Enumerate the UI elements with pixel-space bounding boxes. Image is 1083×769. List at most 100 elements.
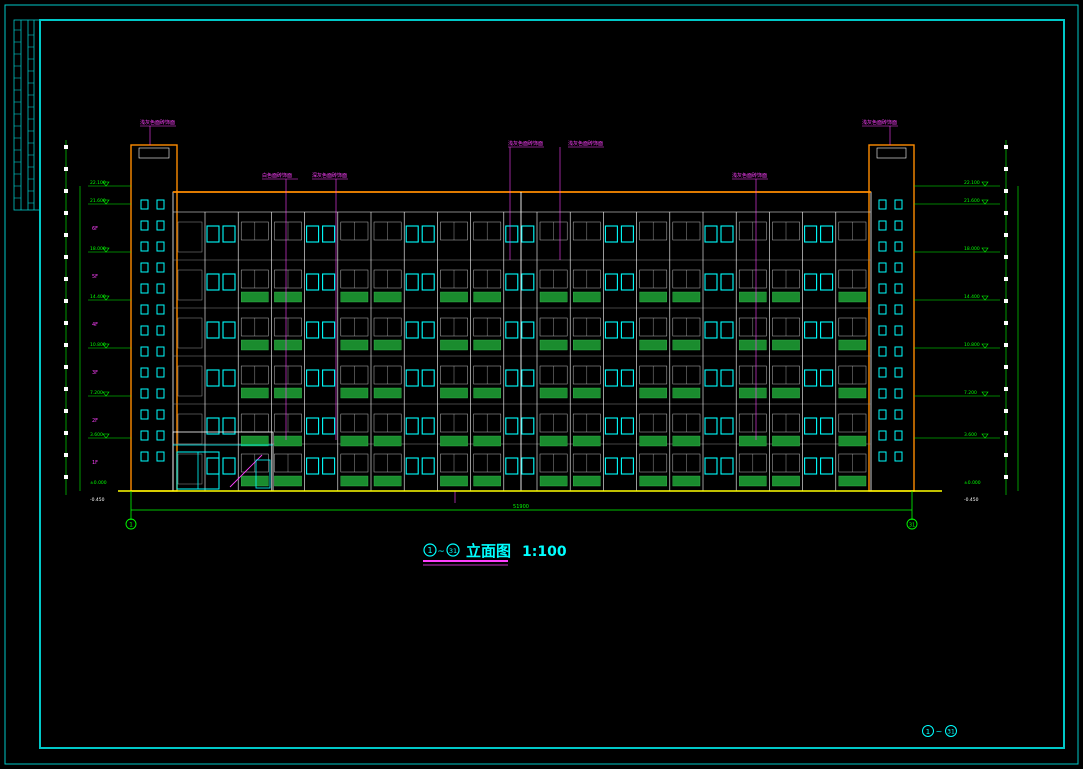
dim-tick — [64, 321, 68, 325]
window-cyan — [704, 457, 718, 475]
balcony-rail — [473, 291, 502, 303]
title-scale: 1:100 — [522, 544, 567, 560]
tower-window — [156, 199, 165, 210]
tower-window — [156, 388, 165, 399]
level-label: 21.600 — [964, 198, 980, 204]
tower-window — [140, 409, 149, 420]
balcony-rail — [539, 387, 568, 399]
window-cyan — [322, 273, 336, 291]
window-cyan — [604, 369, 618, 387]
window-cyan — [604, 417, 618, 435]
stair-window — [177, 221, 203, 253]
window-cyan — [421, 417, 435, 435]
window-cyan — [704, 273, 718, 291]
window-cyan — [521, 369, 535, 387]
dim-tick — [64, 189, 68, 193]
tower-cap-left — [138, 147, 170, 159]
tower-window — [894, 304, 903, 315]
window-cyan — [804, 321, 818, 339]
window-cyan — [804, 457, 818, 475]
window-cyan — [704, 417, 718, 435]
annotation-text: 深灰色面砖饰面 — [312, 172, 347, 179]
level-triangle — [102, 199, 110, 205]
level-label: 21.600 — [90, 198, 106, 204]
tower-window — [140, 199, 149, 210]
axis-bubble-left: 1 — [125, 518, 137, 530]
window-cyan — [421, 273, 435, 291]
dim-tick — [64, 365, 68, 369]
window-cyan — [206, 225, 220, 243]
balcony-rail — [672, 475, 701, 487]
dim-tick — [1004, 321, 1008, 325]
window-cyan — [505, 417, 519, 435]
window-cyan — [820, 369, 834, 387]
window-cyan — [306, 417, 320, 435]
window-cyan — [521, 273, 535, 291]
balcony-rail — [440, 475, 468, 487]
title-strip-ticks — [14, 29, 34, 204]
level-triangle — [102, 247, 110, 253]
level-label: 3.600 — [90, 432, 103, 438]
window-cyan — [322, 417, 336, 435]
balcony-rail — [772, 291, 800, 303]
floor-label: 4F — [92, 322, 98, 328]
material-annotations: 浅灰色面砖饰面白色面砖饰面深灰色面砖饰面浅灰色面砖饰面浅灰色面砖饰面浅灰色面砖饰… — [140, 119, 898, 503]
level-label: 18.000 — [90, 246, 106, 252]
stair-window — [177, 453, 203, 485]
balcony-rail — [440, 339, 468, 351]
dim-tick — [1004, 233, 1008, 237]
stair-window — [177, 269, 203, 301]
level-markers-left: 22.10021.6006F18.0005F14.4004F10.8003F7.… — [64, 140, 131, 503]
balcony-rail — [672, 291, 701, 303]
window-cyan — [222, 321, 236, 339]
window-cyan — [421, 457, 435, 475]
stair-tower-left — [130, 144, 178, 492]
window-cyan — [820, 225, 834, 243]
balcony-rail — [838, 475, 867, 487]
window-cyan — [405, 457, 419, 475]
balcony-rail — [539, 291, 568, 303]
window-cyan — [322, 369, 336, 387]
title-main: 立面图 — [466, 542, 511, 560]
window-cyan — [206, 321, 220, 339]
balcony-rail — [672, 435, 701, 447]
tower-window — [894, 241, 903, 252]
window-cyan — [505, 457, 519, 475]
window-cyan — [222, 225, 236, 243]
window-cyan — [306, 225, 320, 243]
window-cyan — [306, 321, 320, 339]
annotation-text: 浅灰色面砖饰面 — [140, 119, 175, 126]
balcony-rail — [473, 435, 502, 447]
balcony-rail — [573, 435, 601, 447]
level-triangle — [102, 295, 110, 301]
tower-window — [140, 388, 149, 399]
level-label: 22.100 — [964, 180, 980, 186]
window-cyan — [322, 225, 336, 243]
title-axis-start: 1 — [427, 546, 432, 555]
window-cyan — [620, 321, 634, 339]
balcony-rail — [772, 475, 800, 487]
balcony-rail — [739, 475, 767, 487]
window-cyan — [521, 321, 535, 339]
balcony-rail — [240, 435, 269, 447]
level-label: 10.800 — [90, 342, 106, 348]
window-cyan — [222, 369, 236, 387]
window-cyan — [505, 273, 519, 291]
balcony-rail — [838, 339, 867, 351]
dim-tick — [1004, 299, 1008, 303]
level-triangle — [981, 343, 989, 349]
window-cyan — [405, 417, 419, 435]
window-cyan — [620, 417, 634, 435]
balcony-rail — [473, 387, 502, 399]
dim-tick — [1004, 277, 1008, 281]
window-cyan — [222, 457, 236, 475]
window-cyan — [620, 273, 634, 291]
balcony-rail — [639, 475, 667, 487]
tower-window — [156, 451, 165, 462]
annotation-text: 浅灰色面砖饰面 — [862, 119, 897, 126]
dim-tick — [1004, 453, 1008, 457]
tower-window — [878, 367, 887, 378]
balcony-rail — [672, 387, 701, 399]
tower-window — [894, 346, 903, 357]
